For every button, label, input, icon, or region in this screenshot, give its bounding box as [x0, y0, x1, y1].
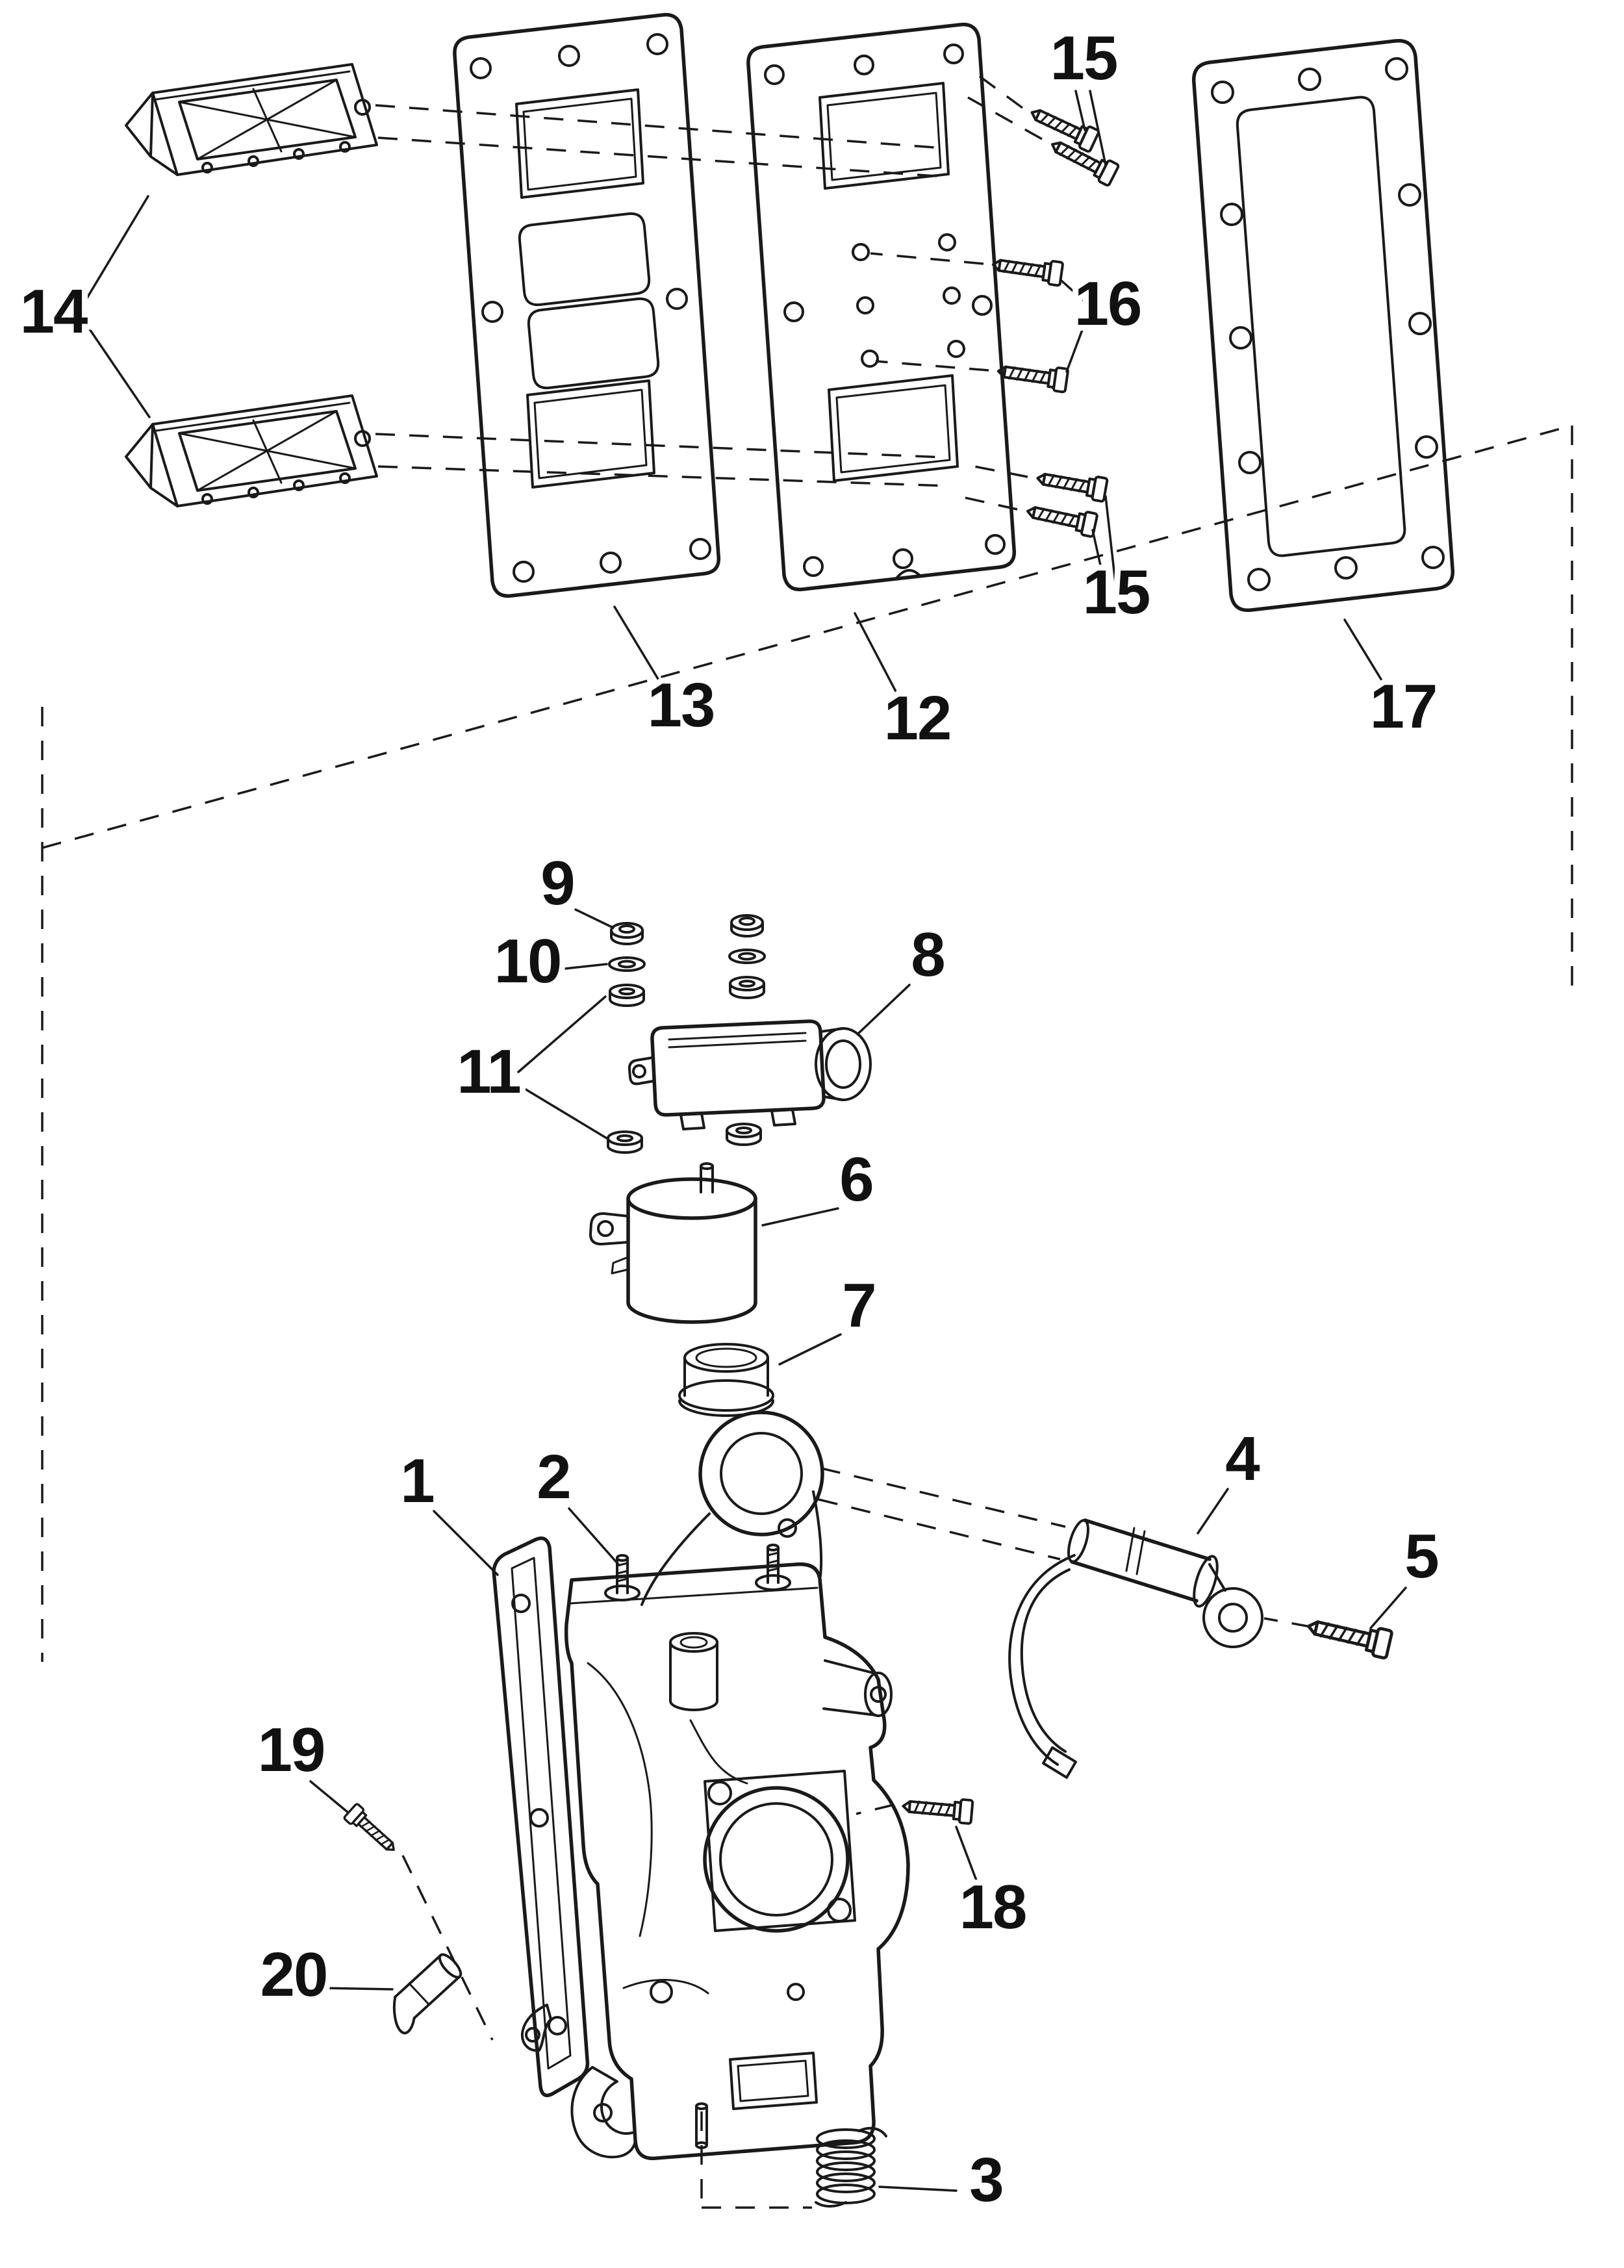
callout-16: 16: [1074, 269, 1141, 338]
module-8: [628, 1019, 872, 1130]
outer-plate-12: [746, 22, 1017, 592]
callout-leader-lines: [84, 90, 1407, 2192]
callout-7: 7: [842, 1271, 875, 1340]
callout-17: 17: [1370, 672, 1437, 741]
callout-2: 2: [537, 1442, 570, 1512]
callout-14: 14: [20, 277, 88, 346]
callout-labels: 14 13 12 17 15 16 15 9 10 11 8 6 7 1 2 4…: [14, 18, 1445, 2221]
callout-5: 5: [1404, 1522, 1438, 1591]
spring-3: [815, 2126, 887, 2208]
bushing-7: [678, 1343, 774, 1417]
callout-10: 10: [494, 926, 561, 996]
callout-13: 13: [648, 670, 715, 740]
housing-1: [492, 1410, 910, 2160]
alignment-dashes: [375, 74, 1312, 2209]
diagram-lineart: [41, 12, 1573, 2209]
callout-15-lower: 15: [1083, 557, 1150, 627]
callout-6: 6: [839, 1145, 872, 1214]
callout-12: 12: [884, 683, 951, 753]
callout-18: 18: [959, 1872, 1026, 1942]
assembly-boundary-dashes: [41, 424, 1573, 1662]
solenoid-6: [589, 1162, 757, 1324]
callout-4: 4: [1225, 1424, 1260, 1494]
inner-plate-13: [453, 12, 721, 598]
callout-15-upper: 15: [1050, 23, 1117, 93]
callout-20: 20: [260, 1940, 327, 2009]
callout-8: 8: [911, 920, 944, 989]
gasket-17: [1191, 38, 1455, 613]
sensor-4: [1008, 1518, 1263, 1779]
callout-11: 11: [457, 1037, 520, 1106]
callout-19: 19: [258, 1715, 325, 1785]
callout-1: 1: [400, 1446, 433, 1516]
callout-9: 9: [540, 848, 574, 918]
callout-3: 3: [969, 2145, 1002, 2215]
